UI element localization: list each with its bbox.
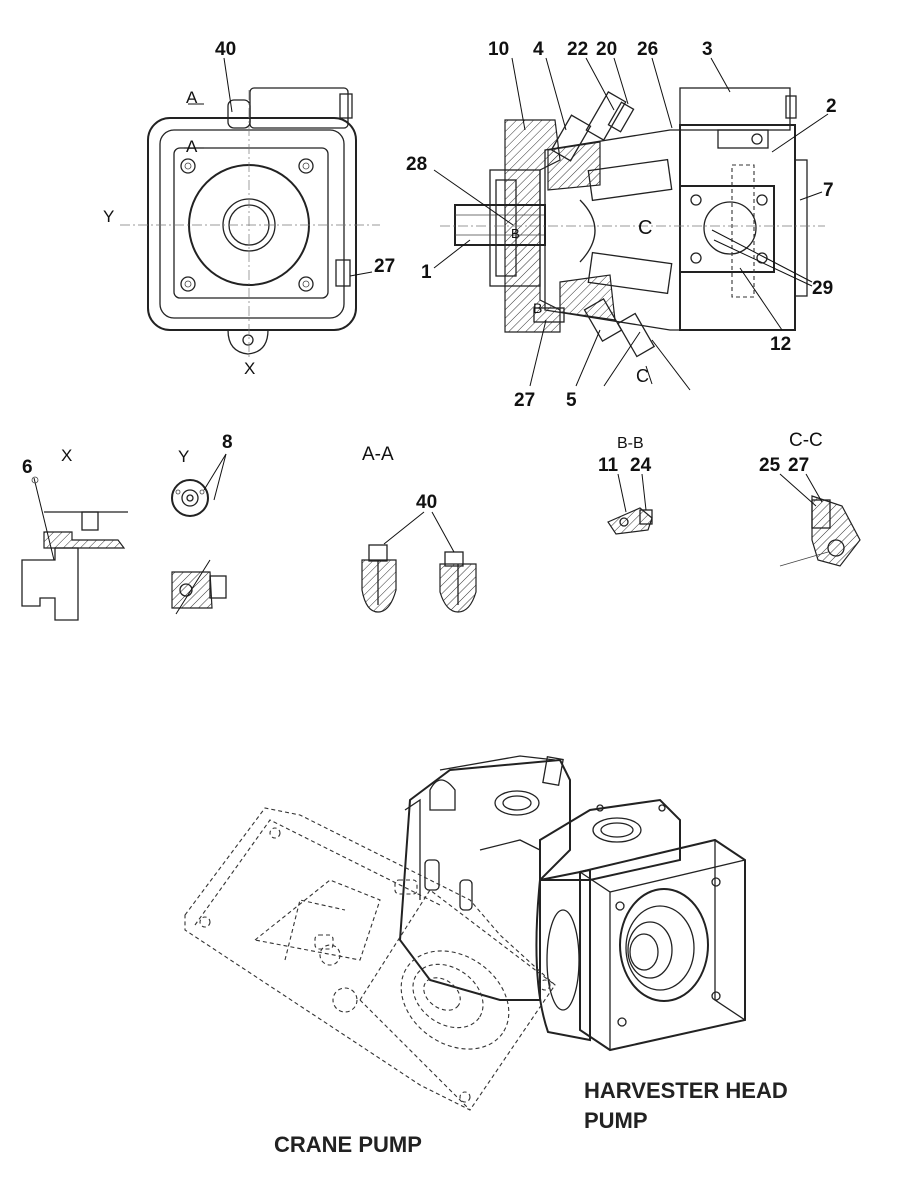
view-a-lower-label: A bbox=[186, 137, 198, 156]
section-part-27-label: 27 bbox=[514, 390, 535, 411]
section-c-low-label: C bbox=[636, 366, 649, 386]
section-c-mid-label: C bbox=[638, 217, 652, 239]
harvester-head-caption-line1: HARVESTER HEAD bbox=[584, 1078, 788, 1103]
top-part-27-label: 27 bbox=[374, 256, 395, 277]
section-part-29-label: 29 bbox=[812, 278, 833, 299]
view-y-label: Y bbox=[103, 207, 114, 226]
detail-y-title: Y bbox=[178, 447, 189, 466]
section-callout-3: 3 bbox=[702, 39, 713, 60]
detail-cc-drawing bbox=[779, 473, 861, 567]
section-part-1-label: 1 bbox=[421, 262, 432, 283]
detail-x-part-6: 6 bbox=[22, 457, 33, 478]
crane-pump-caption: CRANE PUMP bbox=[274, 1132, 422, 1157]
detail-aa-part-40: 40 bbox=[416, 492, 437, 513]
detail-cc-part-25: 25 bbox=[759, 455, 781, 476]
section-part-28-label: 28 bbox=[406, 154, 427, 175]
view-a-upper-label: A bbox=[186, 88, 198, 107]
detail-y-part-8: 8 bbox=[222, 432, 233, 453]
crane-pump-iso bbox=[184, 807, 556, 1111]
top-part-40-label: 40 bbox=[215, 39, 236, 60]
detail-x-drawing bbox=[21, 476, 128, 621]
section-callout-22: 22 bbox=[567, 39, 588, 60]
section-callout-10: 10 bbox=[488, 39, 509, 60]
section-b-mid-label: B bbox=[511, 226, 520, 241]
section-callout-20: 20 bbox=[596, 39, 617, 60]
section-callout-4: 4 bbox=[533, 39, 544, 60]
section-part-12-label: 12 bbox=[770, 334, 791, 355]
detail-bb-part-11: 11 bbox=[598, 455, 619, 476]
section-part-5-label: 5 bbox=[566, 390, 577, 411]
section-callout-26: 26 bbox=[637, 39, 658, 60]
detail-aa-drawing bbox=[361, 511, 477, 613]
detail-bb-drawing bbox=[607, 473, 653, 535]
harvester-head-pump-iso bbox=[398, 755, 746, 1052]
section-part-2-label: 2 bbox=[826, 96, 837, 117]
detail-aa-title: A-A bbox=[362, 444, 394, 465]
detail-y-drawing bbox=[171, 453, 227, 615]
front-view bbox=[120, 57, 380, 360]
section-b-low-label: B bbox=[533, 300, 542, 316]
section-part-7-label: 7 bbox=[823, 180, 834, 201]
detail-bb-part-24: 24 bbox=[630, 455, 652, 476]
view-x-label: X bbox=[244, 359, 255, 378]
detail-cc-title: C-C bbox=[789, 430, 823, 451]
harvester-head-caption-line2: PUMP bbox=[584, 1108, 648, 1133]
detail-x-title: X bbox=[61, 446, 72, 465]
detail-cc-part-27: 27 bbox=[788, 455, 809, 476]
section-view bbox=[433, 57, 829, 391]
detail-bb-title: B-B bbox=[617, 435, 644, 452]
